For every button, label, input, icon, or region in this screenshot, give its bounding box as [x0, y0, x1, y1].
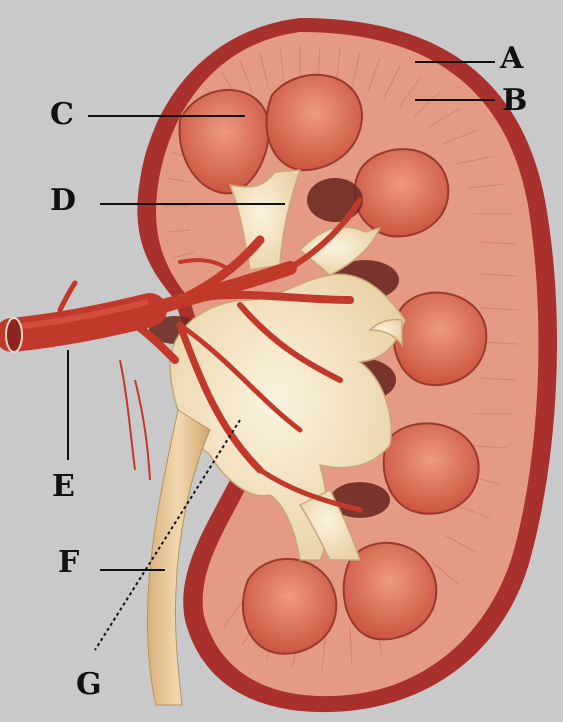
label-a: A	[500, 44, 523, 74]
label-g: G	[76, 670, 102, 700]
label-f: F	[58, 548, 79, 578]
ureteral-vessels	[120, 360, 150, 480]
label-e: E	[52, 472, 75, 502]
label-b: B	[502, 86, 527, 116]
label-d: D	[50, 186, 76, 216]
label-c: C	[50, 100, 74, 130]
vessel-cut-end	[6, 318, 22, 352]
